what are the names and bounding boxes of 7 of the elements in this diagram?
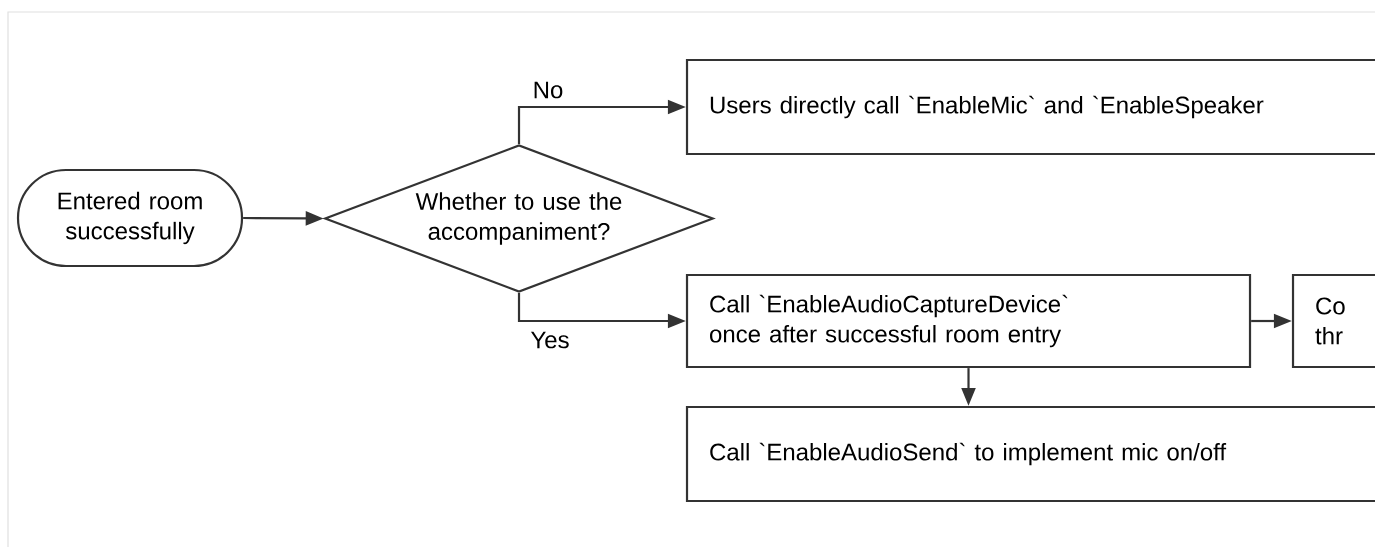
start-terminal: Entered room successfully xyxy=(16,168,244,268)
process-box: Call `EnableAudioCaptureDevice` once after successful room entry xyxy=(685,273,1252,369)
process-box: Call `EnableAudioSend` to implement mic on/off xyxy=(685,405,1375,503)
process-box: Users directly call `EnableMic` and `EnableSpeaker xyxy=(685,58,1375,156)
edge-label: No xyxy=(530,79,566,101)
process-box: Co thr xyxy=(1291,273,1375,369)
edge-label: Yes xyxy=(528,329,572,351)
